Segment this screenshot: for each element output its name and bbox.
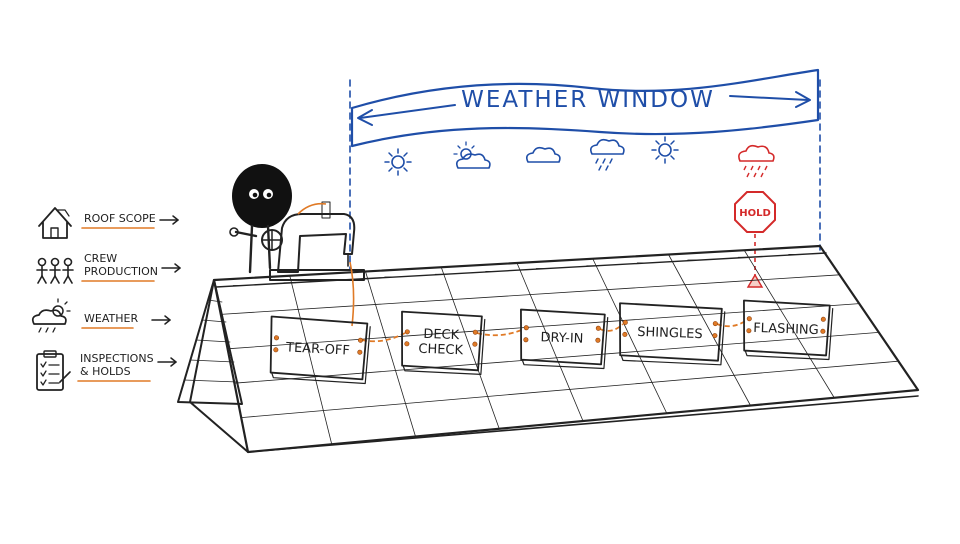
weather-window-banner xyxy=(350,68,820,148)
window-arrow-right xyxy=(729,95,809,101)
input-label: ROOF SCOPE xyxy=(84,212,156,225)
rain-cloud-icon xyxy=(590,138,625,171)
phase-label: FLASHING xyxy=(753,321,819,338)
input-label: WEATHER xyxy=(84,312,138,325)
clipboard-icon xyxy=(36,350,71,391)
stop-sign-icon xyxy=(734,191,776,233)
phase-label: SHINGLES xyxy=(637,325,703,342)
phase-label: DECK xyxy=(423,327,460,343)
sewing-machine-icon xyxy=(261,201,365,327)
storm-rain-icon xyxy=(738,144,775,178)
hold-sign: HOLD xyxy=(734,191,776,288)
input-label: CREW xyxy=(84,252,117,265)
weather-icon xyxy=(31,298,71,333)
input-4: INSPECTIONS& HOLDS xyxy=(77,352,177,382)
arrow-right-icon xyxy=(795,91,811,108)
scheduler-creature xyxy=(229,164,292,274)
phase-card: FLASHING xyxy=(743,299,834,361)
hold-sign-label: HOLD xyxy=(739,208,771,219)
thread-lead xyxy=(297,202,355,327)
house-icon xyxy=(38,207,72,239)
phase-label: TEAR-OFF xyxy=(285,340,350,358)
phase-card: SHINGLES xyxy=(619,302,726,366)
weather-window-title: WEATHER WINDOW xyxy=(461,87,715,113)
arrow-left-icon xyxy=(357,109,373,126)
sun-icon xyxy=(651,136,679,164)
creature-body xyxy=(232,164,292,228)
input-3: WEATHER xyxy=(81,312,171,329)
phase-card: TEAR-OFF xyxy=(269,315,371,385)
thread-spool-icon xyxy=(321,201,331,219)
input-label: PRODUCTION xyxy=(84,265,158,278)
roof-board xyxy=(177,244,920,454)
weather-window: WEATHER WINDOW xyxy=(349,68,821,271)
roof-grid xyxy=(220,249,899,445)
cloud-icon xyxy=(526,146,561,163)
phase-label: DRY-IN xyxy=(540,330,583,346)
roof-surface xyxy=(212,244,920,454)
window-arrow-left xyxy=(359,104,456,119)
input-1: ROOF SCOPE xyxy=(81,212,179,229)
phase-label: CHECK xyxy=(418,342,464,359)
hold-pin-icon xyxy=(746,273,764,288)
input-label: INSPECTIONS xyxy=(80,352,154,365)
input-label: & HOLDS xyxy=(80,365,131,378)
partly-cloudy-icon xyxy=(453,141,491,169)
crew-icon xyxy=(36,257,74,284)
phase-card: DRY-IN xyxy=(520,308,609,370)
sun-icon xyxy=(384,148,412,176)
